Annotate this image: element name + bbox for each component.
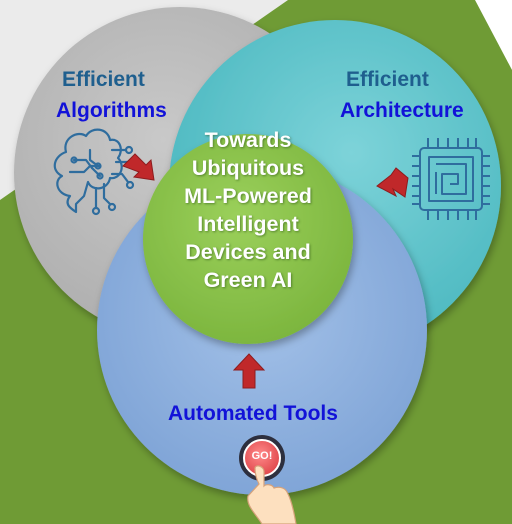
center-circle <box>143 134 353 344</box>
arrow-algorithms <box>122 153 155 181</box>
algorithms-title-line1: Efficient <box>62 68 145 91</box>
cpu-chip-icon <box>412 138 490 220</box>
brain-circuit-icon <box>53 128 142 216</box>
tools-title: Automated Tools <box>168 402 338 425</box>
arrow-tools <box>232 353 266 389</box>
arrow-architecture <box>376 167 409 198</box>
architecture-title-line1: Efficient <box>346 68 429 91</box>
algorithms-title-line2: Algorithms <box>56 99 167 122</box>
go-button-hand-icon <box>239 435 297 524</box>
center-title-line: Towards <box>204 128 292 152</box>
go-button-label: GO! <box>251 450 273 462</box>
center-title-line: Green AI <box>203 268 293 292</box>
center-title-line: Intelligent <box>197 212 299 236</box>
center-title: Towards Ubiquitous ML-Powered Intelligen… <box>148 126 348 294</box>
center-title-line: Ubiquitous <box>191 156 305 180</box>
architecture-title-line2: Architecture <box>340 99 464 122</box>
center-title-line: Devices and <box>185 240 311 264</box>
center-title-line: ML-Powered <box>184 184 312 208</box>
